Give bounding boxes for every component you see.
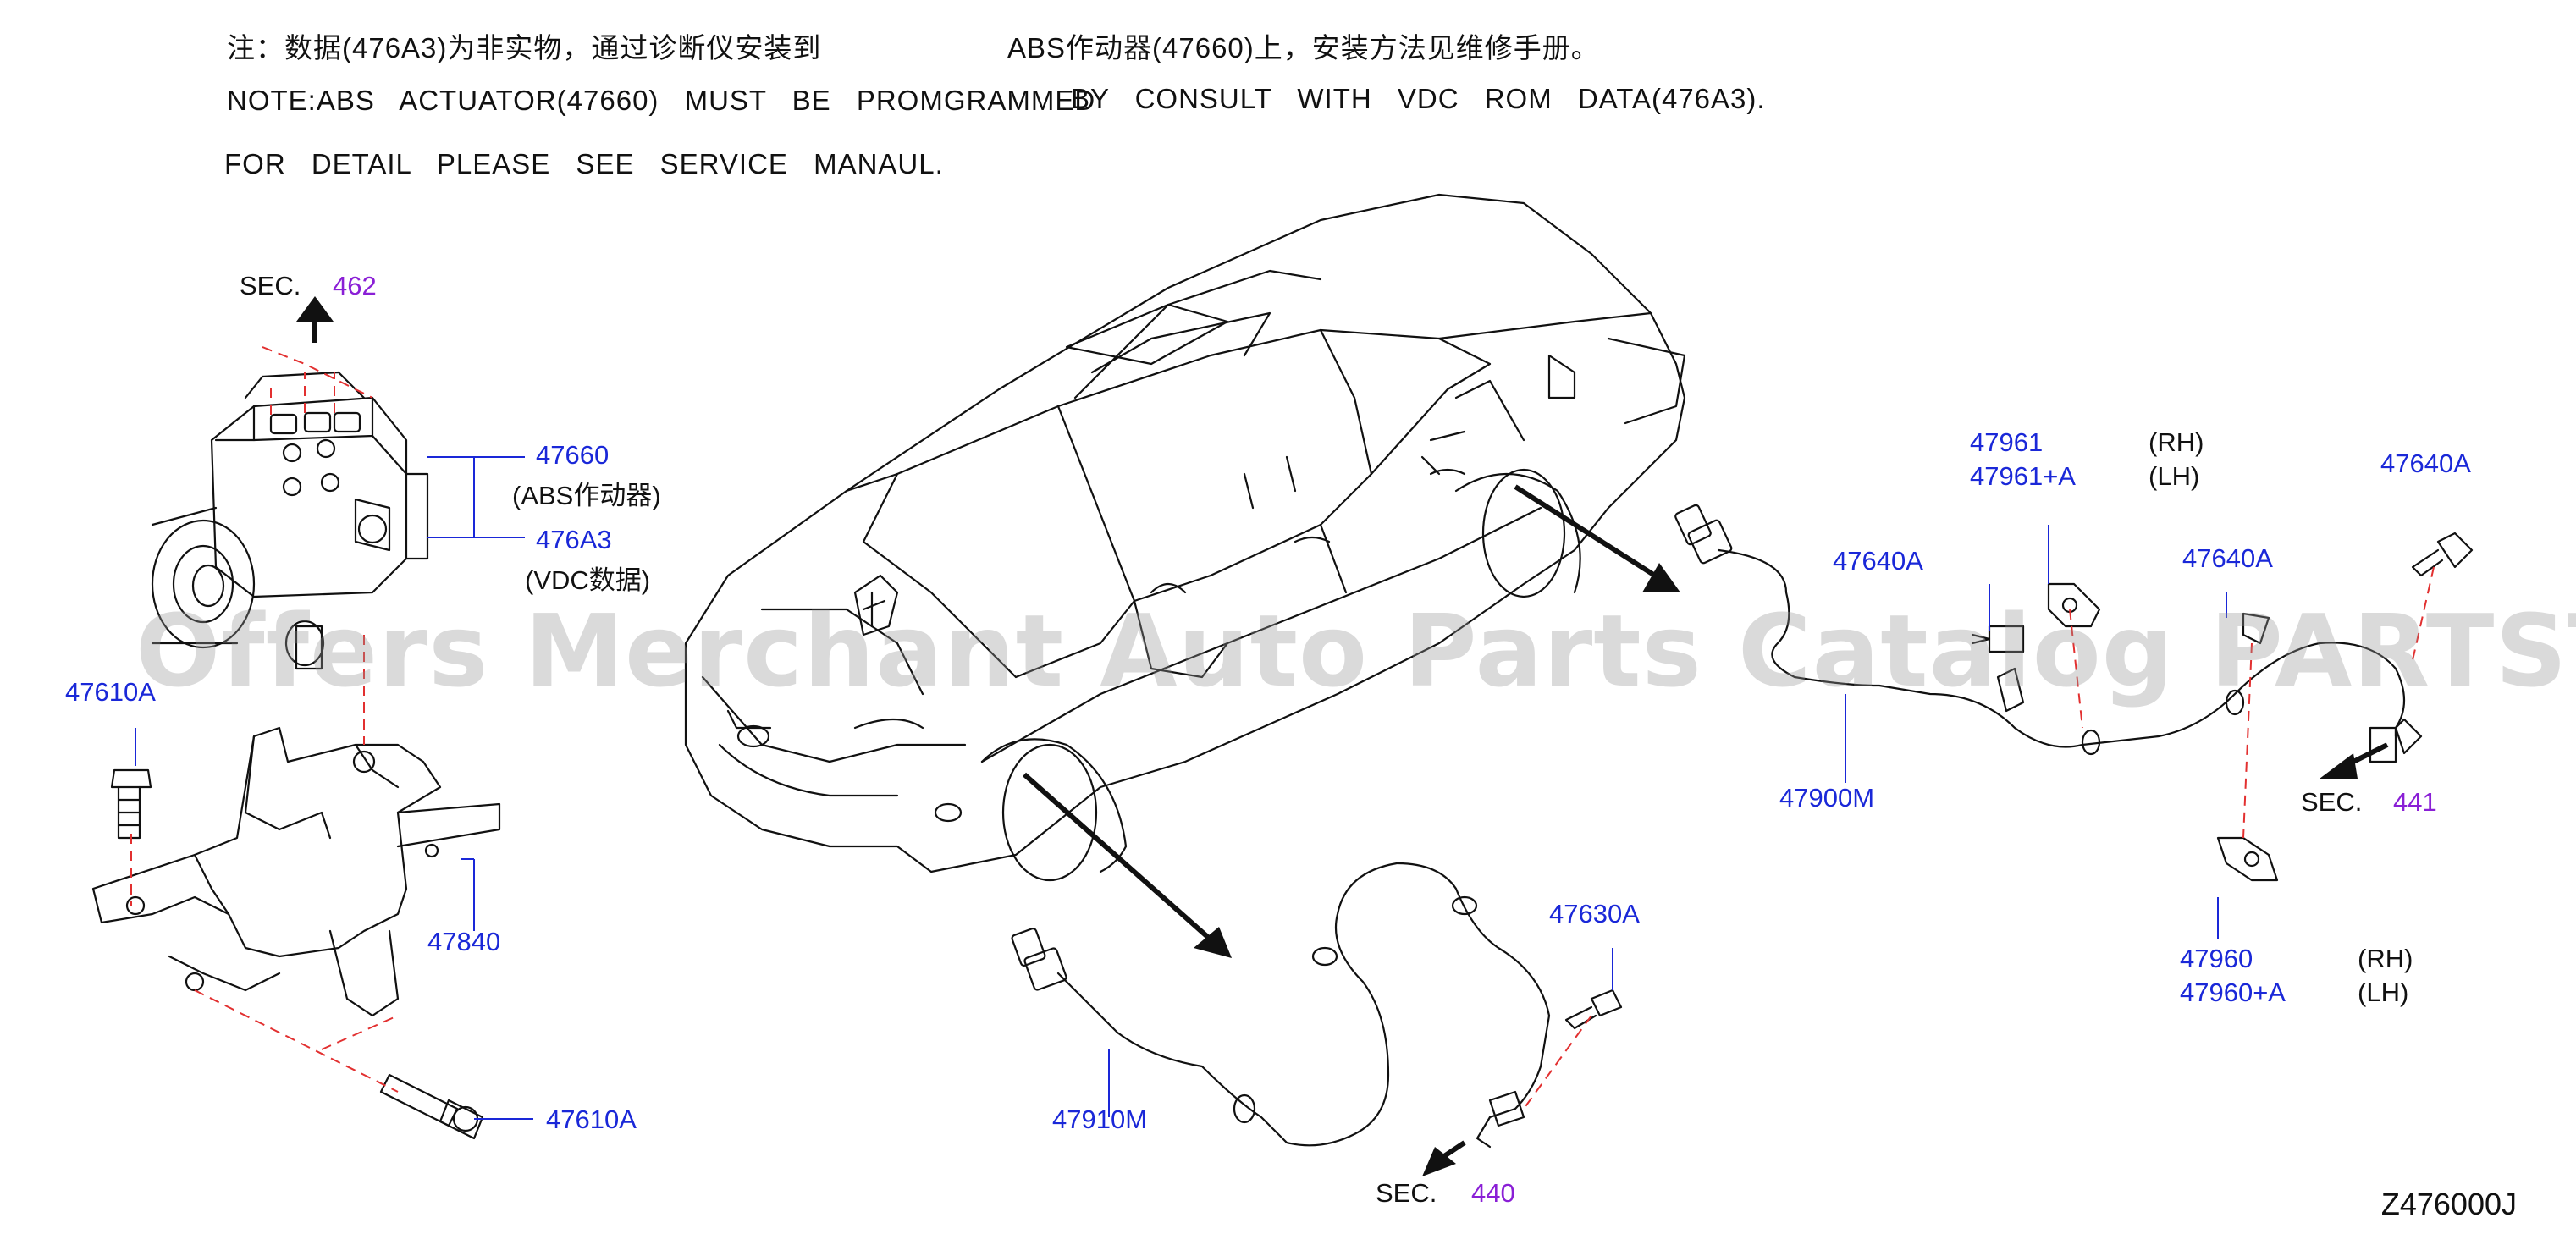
note-cn-part1: 注：数据(476A3)为非实物，通过诊断仪安装到 — [227, 32, 822, 63]
note-cn-part2: ABS作动器(47660)上，安装方法见维修手册。 — [1007, 32, 1600, 63]
side-rh-1: (RH) — [2149, 427, 2204, 457]
bolt-47640A-left-illustration — [1971, 625, 2025, 653]
bolt-47610A-bottom-illustration — [379, 1073, 484, 1140]
rear-sensor-harness-47900M — [1674, 504, 2423, 763]
section-ref-462-label: SEC. — [240, 271, 301, 300]
section-ref-441[interactable]: 441 — [2393, 787, 2437, 817]
part-47610A-top[interactable]: 47610A — [65, 677, 156, 707]
side-rh-2: (RH) — [2358, 944, 2413, 973]
bolt-47640A-right-illustration — [2411, 532, 2474, 577]
diagram-code: Z476000J — [2380, 1187, 2517, 1221]
part-47960[interactable]: 47960 — [2180, 944, 2253, 973]
note-en-line2: FOR DETAIL PLEASE SEE SERVICE MANAUL. — [224, 148, 944, 179]
part-47640A-left[interactable]: 47640A — [1833, 546, 1923, 576]
side-lh-1: (LH) — [2149, 461, 2200, 491]
part-47640A-right[interactable]: 47640A — [2380, 449, 2471, 478]
part-47900M[interactable]: 47900M — [1779, 783, 1875, 813]
side-lh-2: (LH) — [2358, 978, 2409, 1007]
note-en-line1b: BY CONSULT WITH VDC ROM DATA(476A3). — [1071, 83, 1766, 114]
section-ref-462[interactable]: 462 — [333, 271, 377, 300]
part-47660-desc: (ABS作动器) — [512, 481, 661, 510]
part-476A3[interactable]: 476A3 — [536, 525, 612, 554]
bolt-47640A-mid-illustration — [2242, 612, 2270, 645]
part-47840[interactable]: 47840 — [427, 927, 501, 956]
bracket-47840-illustration — [91, 726, 501, 1017]
note-en-line1a: NOTE:ABS ACTUATOR(47660) MUST BE PROMGRA… — [227, 85, 1096, 116]
bolt-47610A-top-illustration — [110, 768, 152, 840]
part-47640A-mid[interactable]: 47640A — [2182, 543, 2273, 573]
part-47630A[interactable]: 47630A — [1549, 899, 1640, 928]
part-476A3-desc: (VDC数据) — [525, 565, 651, 595]
bracket-47960-illustration — [2216, 836, 2279, 882]
part-47961A[interactable]: 47961+A — [1970, 461, 2076, 491]
vehicle-illustration — [684, 193, 1686, 882]
abs-actuator-illustration — [151, 371, 429, 670]
watermark: Offers Merchant Auto Parts Catalog PARTS… — [135, 592, 2576, 709]
bolt-47630A-illustration — [1564, 989, 1623, 1030]
front-sensor-harness-47910M — [1011, 862, 1551, 1149]
section-ref-441-label: SEC. — [2301, 787, 2363, 817]
part-47660[interactable]: 47660 — [536, 440, 610, 470]
part-47961[interactable]: 47961 — [1970, 427, 2044, 457]
part-47910M[interactable]: 47910M — [1052, 1105, 1148, 1134]
part-47960A[interactable]: 47960+A — [2180, 978, 2286, 1007]
section-ref-440-label: SEC. — [1376, 1178, 1437, 1208]
part-47610A-bottom[interactable]: 47610A — [546, 1105, 637, 1134]
section-ref-440[interactable]: 440 — [1471, 1178, 1515, 1208]
